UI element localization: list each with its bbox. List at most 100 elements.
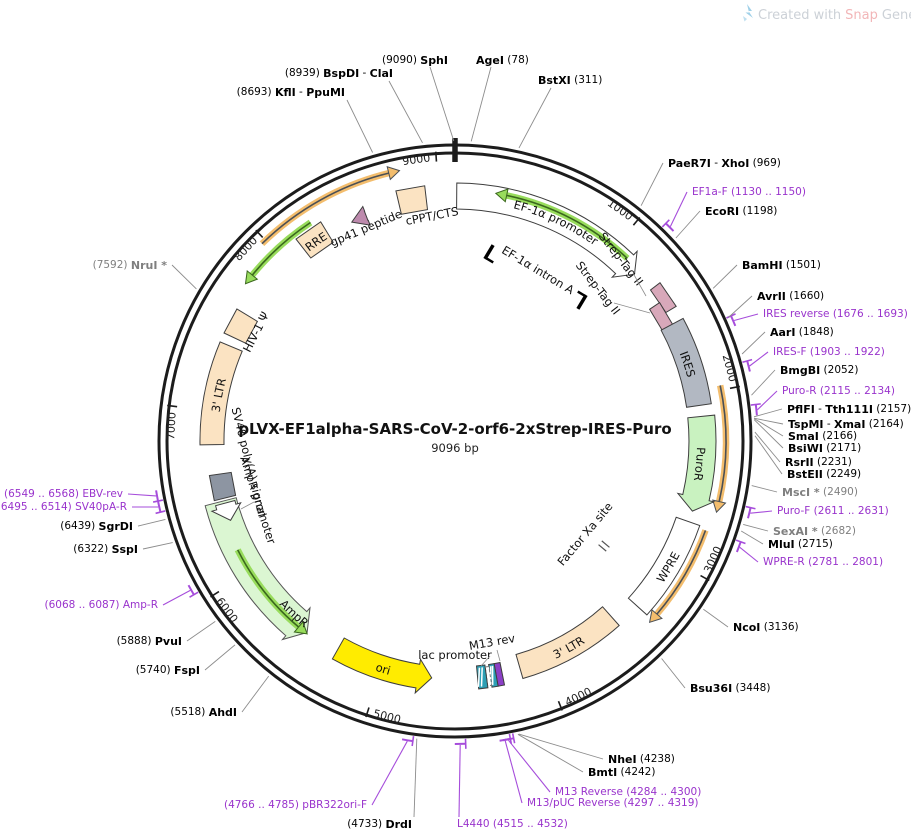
feature-lac-promoter-box (475, 664, 489, 690)
tick-label-9000: 9000 (402, 151, 432, 168)
svg-text:Puro-R (2115 .. 2134): Puro-R (2115 .. 2134) (782, 385, 895, 397)
svg-text:(5888) PvuI: (5888) PvuI (117, 635, 182, 648)
primer-mark-6559 (152, 490, 164, 503)
site-label-smai: SmaI (2166) (753, 418, 857, 443)
svg-text:M13/pUC Reverse (4297 .. 4319: M13/pUC Reverse (4297 .. 4319) (527, 797, 699, 809)
svg-text:NcoI (3136): NcoI (3136) (733, 621, 799, 634)
svg-text:EcoRI (1198): EcoRI (1198) (705, 205, 777, 218)
site-label-paer7i-xhoi: PaeR7I - XhoI (969) (640, 157, 781, 206)
svg-text:BamHI (1501): BamHI (1501) (742, 259, 821, 272)
svg-text:(5518) AhdI: (5518) AhdI (170, 706, 237, 719)
tick-8000 (255, 229, 264, 239)
aux-line-1 (613, 302, 651, 314)
site-label-avrii: AvrII (1660) (728, 290, 824, 318)
feature-rre-green (244, 219, 313, 285)
feature-rre-box (295, 221, 334, 259)
aux-line-0 (632, 272, 647, 297)
feature-ef1a-promoter-green (494, 188, 630, 261)
svg-text:BsiWI (2171): BsiWI (2171) (788, 442, 861, 455)
site-label-puro-f: Puro-F (2611 .. 2631) (750, 505, 889, 517)
site-label-ebv-rev: (6549 .. 6568) EBV-rev (4, 488, 157, 500)
svg-text:PflFI - Tth111I (2157): PflFI - Tth111I (2157) (787, 403, 911, 416)
feature-ori (331, 637, 433, 695)
site-label-ecori: EcoRI (1198) (675, 205, 777, 239)
feature-ires (660, 317, 712, 408)
site-label-bmti: BmtI (4242) (517, 733, 655, 779)
callouts: (9090) SphI AgeI (78) BstXI (311) (8939) Bs… (0, 54, 911, 831)
svg-text:PaeR7I - XhoI (969): PaeR7I - XhoI (969) (668, 157, 781, 170)
site-label-agei: AgeI (78) (470, 54, 529, 142)
ori-label: ori (374, 660, 392, 678)
site-label-ires-reverse: IRES reverse (1676 .. 1693) (733, 308, 908, 322)
svg-text:MscI * (2490): MscI * (2490) (782, 486, 858, 499)
feature-wpre (627, 516, 701, 616)
factor-xa-label: Factor Xa site (554, 500, 615, 569)
site-label-tspmi-xmai: TspMI - XmaI (2164) (754, 418, 904, 431)
primer-mark-4523 (454, 738, 467, 749)
feature-ampr-promoter (210, 499, 242, 521)
primer-mark-1684 (726, 313, 737, 327)
feature-ef1a-promoter (456, 182, 638, 278)
feature-sv40-polya-box (208, 471, 237, 502)
site-label-ahdi: (5518) AhdI (170, 675, 270, 719)
site-label-m13-puc-reverse: M13/pUC Reverse (4297 .. 4319) (504, 740, 699, 809)
site-label-kfli-ppumi: (8693) KflI - PpuMI (237, 86, 374, 153)
feature-puror (676, 414, 717, 512)
site-label-ef1a-f: EF1a-F (1130 .. 1150) (669, 186, 806, 227)
tick-9000 (434, 151, 438, 162)
site-label-bsteii: BstEII (2249) (754, 435, 861, 481)
feature-orange-arc-right-1 (712, 384, 730, 514)
watermark: Created with SnapGene® (741, 4, 911, 26)
svg-text:M13 Reverse (4284 .. 4300): M13 Reverse (4284 .. 4300) (555, 786, 701, 798)
feature-ltr3-left (199, 341, 243, 446)
feature-ampr-green (234, 548, 308, 635)
site-label-bsu36i: Bsu36I (3448) (661, 658, 770, 695)
site-label-wpre-r: WPRE-R (2781 .. 2801) (739, 546, 883, 568)
svg-text:TspMI - XmaI (2164): TspMI - XmaI (2164) (788, 418, 904, 431)
site-label-l4440: L4440 (4515 .. 4532) (457, 744, 568, 830)
site-label-bmgbi: BmgBI (2052) (751, 364, 858, 396)
primer-mark-1140 (661, 219, 675, 232)
site-label-bspdi-clai: (8939) BspDI - ClaI (285, 67, 423, 144)
primer-mark-1913 (742, 358, 753, 372)
tick-label-8000: 8000 (232, 234, 261, 263)
feature-gp41-arrow (350, 205, 371, 226)
feature-hiv1-psi-box (223, 308, 259, 344)
svg-text:(6322) SspI: (6322) SspI (73, 543, 138, 556)
intron-marker-0 (483, 244, 495, 264)
svg-text:(6495 .. 6514) SV40pA-R: (6495 .. 6514) SV40pA-R (0, 501, 127, 513)
site-label-rsrii: RsrII (2231) (754, 431, 852, 469)
tick-6000 (210, 590, 220, 598)
site-label-bstxi: BstXI (311) (518, 74, 602, 149)
svg-text:RsrII (2231): RsrII (2231) (785, 456, 852, 469)
factor-xa-marker (598, 540, 610, 552)
feature-orange-arc-topleft (259, 166, 401, 247)
ef1a-intron-label: EF-1α intron A (499, 243, 577, 297)
svg-text:(9090) SphI: (9090) SphI (382, 54, 448, 67)
svg-text:WPRE-R (2781 .. 2801): WPRE-R (2781 .. 2801) (763, 556, 883, 568)
site-label-m13-reverse: M13 Reverse (4284 .. 4300) (508, 739, 701, 798)
tick-label-1000: 1000 (605, 196, 635, 223)
site-label-nrui: (7592) NruI * (93, 259, 197, 290)
svg-text:L4440 (4515 .. 4532): L4440 (4515 .. 4532) (457, 818, 568, 830)
intron-marker-1 (576, 290, 588, 310)
svg-text:Bsu36I (3448): Bsu36I (3448) (690, 682, 770, 695)
tick-3000 (700, 574, 710, 582)
site-label-sv40pa-r: (6495 .. 6514) SV40pA-R (0, 501, 159, 513)
aux-line-4 (240, 501, 255, 510)
puror-label: PuroR (691, 447, 708, 482)
site-label-puro-r: Puro-R (2115 .. 2134) (757, 385, 895, 411)
site-label-nhei: NheI (4238) (518, 733, 675, 766)
svg-text:AgeI (78): AgeI (78) (476, 54, 529, 67)
feature-cppt-box (395, 185, 429, 215)
primer-mark-4308 (499, 733, 513, 744)
site-label-pvui: (5888) PvuI (117, 621, 216, 648)
svg-text:(8693) KflI - PpuMI: (8693) KflI - PpuMI (237, 86, 345, 99)
site-label-sgrdi: (6439) SgrDI (60, 518, 166, 533)
snapgene-logo-icon (741, 4, 754, 26)
svg-text:AvrII (1660): AvrII (1660) (757, 290, 824, 303)
primer-mark-2621 (745, 505, 756, 519)
